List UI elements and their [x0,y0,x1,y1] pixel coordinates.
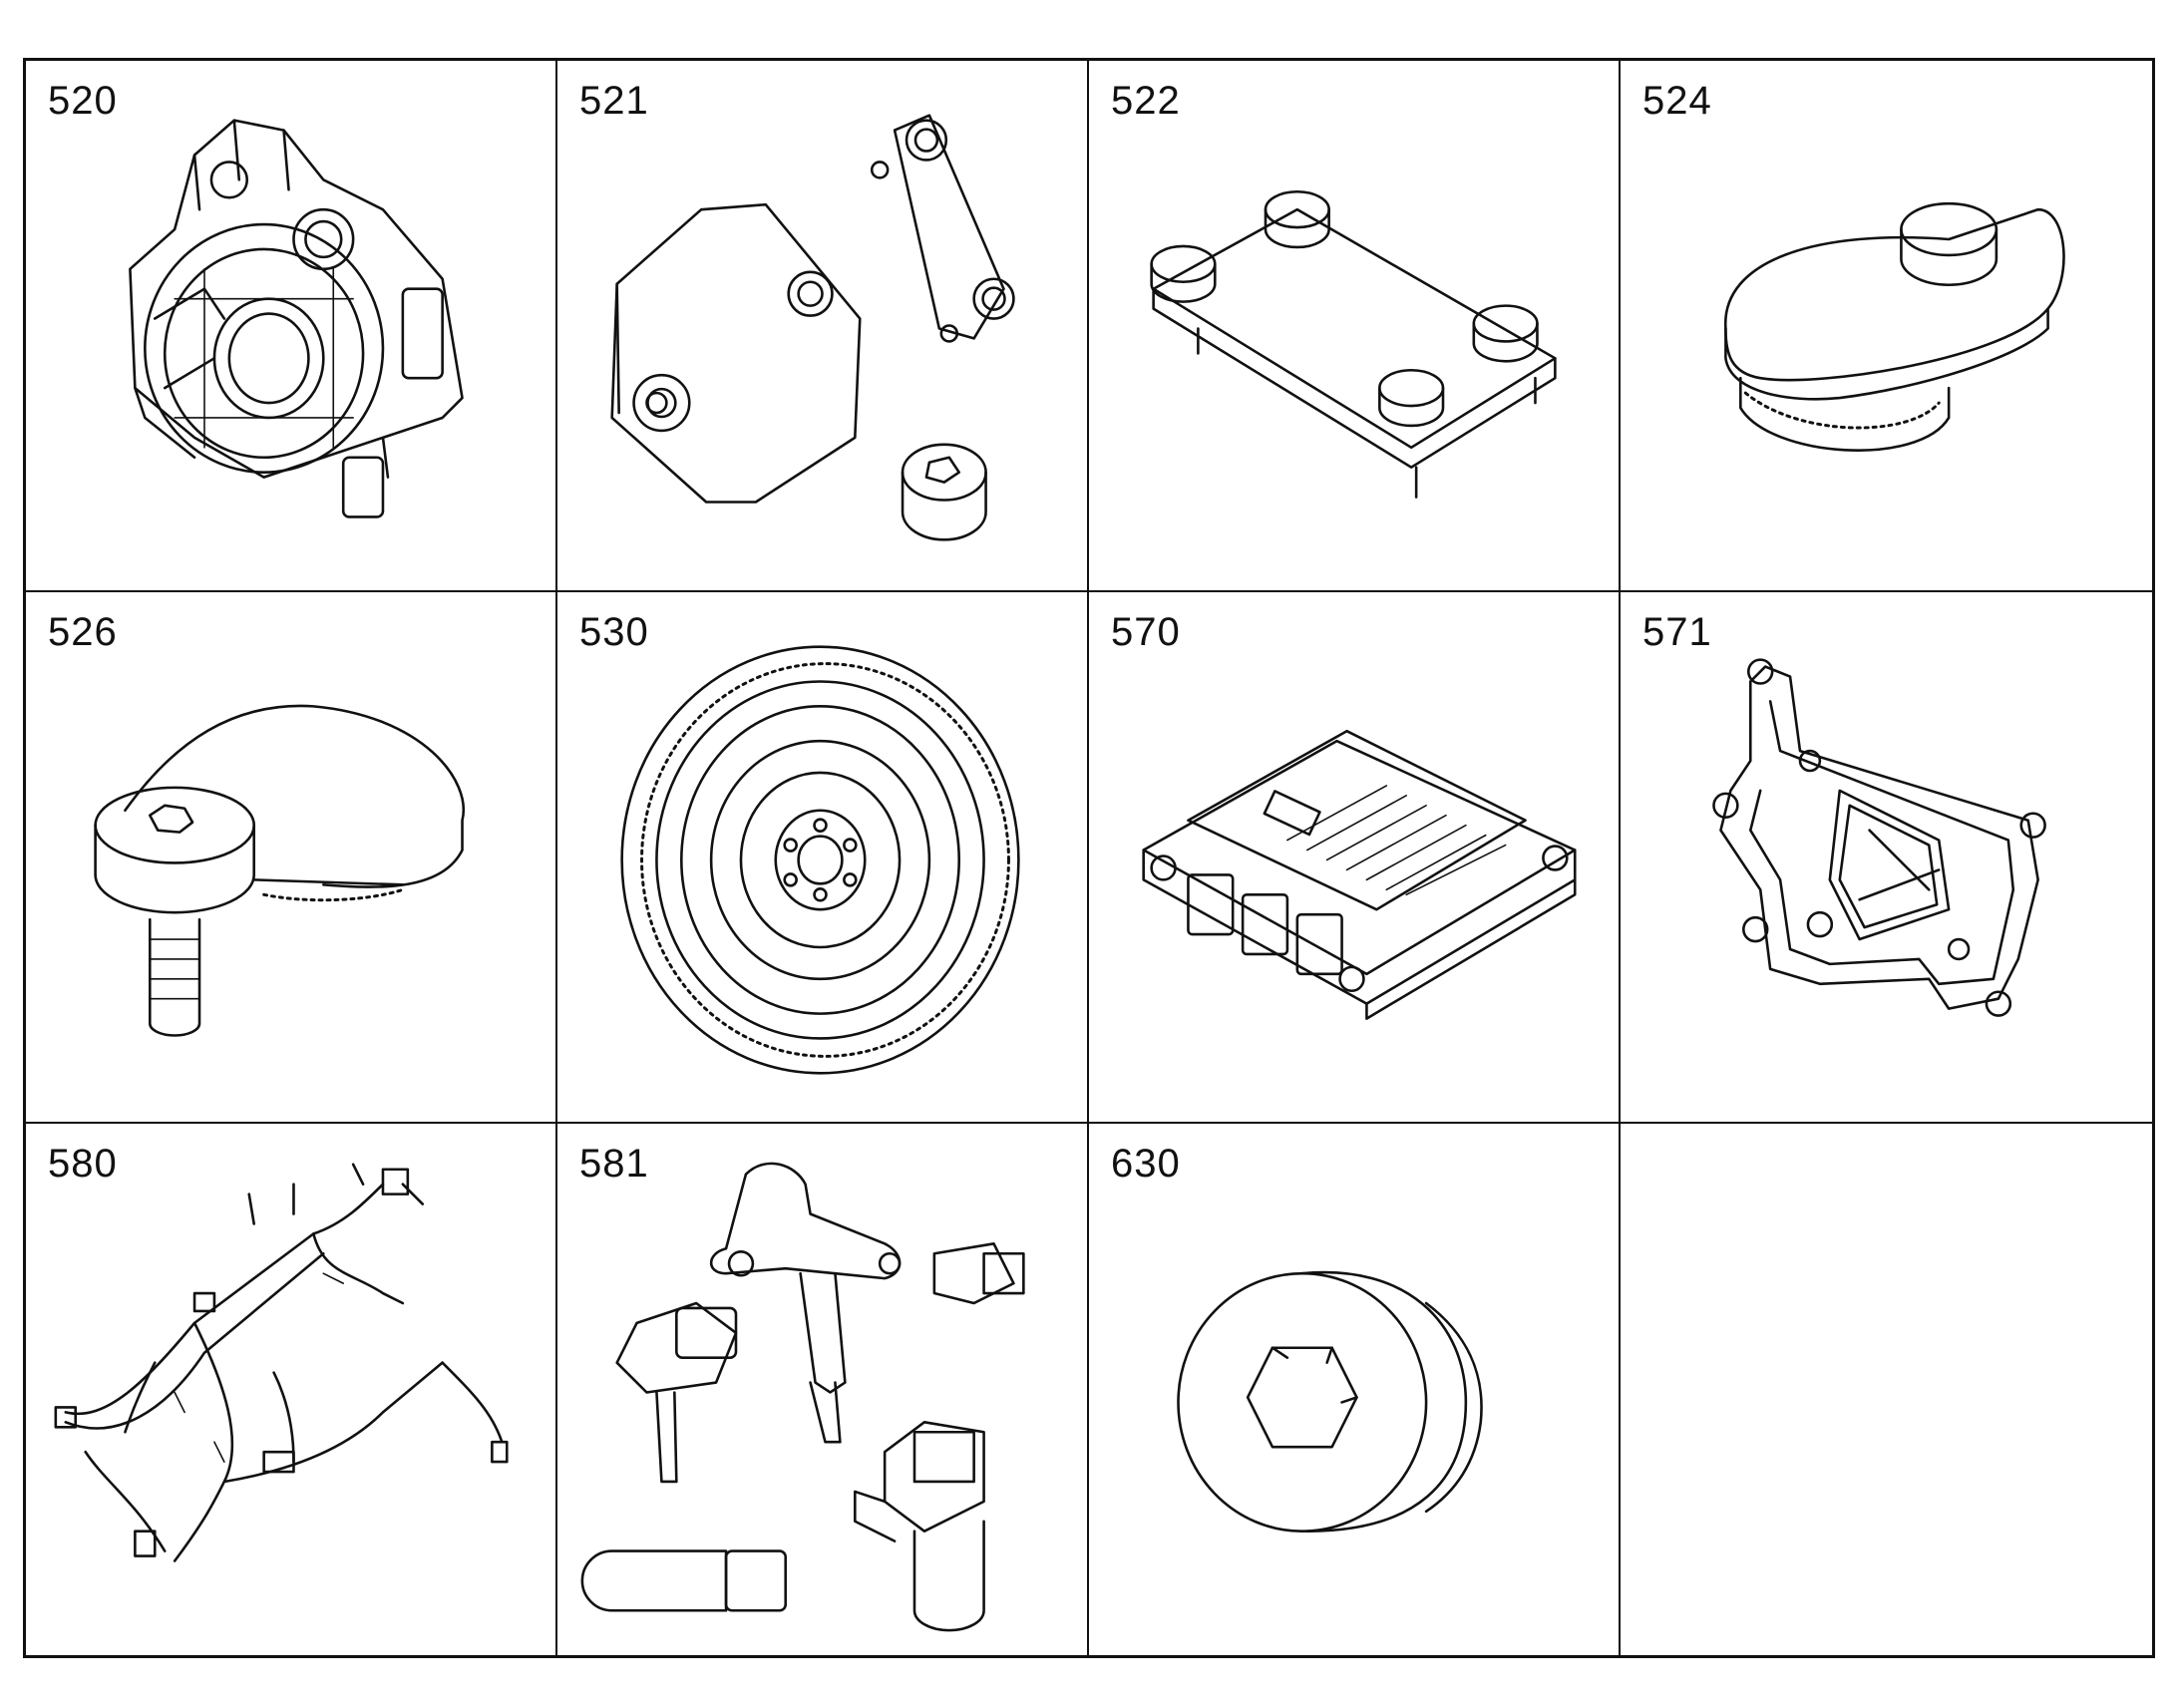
part-number: 522 [1111,79,1181,123]
parts-grid: 520 521 [23,58,2155,1658]
part-cell-570[interactable]: 570 [1089,592,1621,1124]
part-cell-571[interactable]: 571 [1621,592,2152,1124]
part-number: 630 [1111,1142,1181,1186]
part-number: 581 [579,1142,649,1186]
part-cell-630[interactable]: 630 [1089,1124,1621,1655]
part-number: 521 [579,79,649,123]
part-cell-522[interactable]: 522 [1089,61,1621,592]
oval-cover-drawing [1724,201,2065,452]
part-number: 526 [48,610,118,654]
part-cell-581[interactable]: 581 [557,1124,1089,1655]
empty-cell [1621,1124,2152,1655]
part-number: 524 [1642,79,1712,123]
wiring-harness-drawing [54,1163,509,1562]
part-number: 520 [48,79,118,123]
bolted-plate-drawing [1150,189,1557,499]
part-number: 570 [1111,610,1181,654]
flywheel-housing-drawing [129,119,464,518]
flywheel-drawing [620,645,1020,1075]
sensors-drawing [580,1162,1025,1632]
part-number: 571 [1642,610,1712,654]
part-cell-520[interactable]: 520 [26,61,557,592]
part-cell-530[interactable]: 530 [557,592,1089,1124]
cover-plates-drawing [610,114,1015,541]
part-cell-524[interactable]: 524 [1621,61,2152,592]
mounting-bracket-drawing [1712,658,2046,1017]
hex-plug-drawing [1177,1270,1483,1533]
part-number: 530 [579,610,649,654]
part-cell-580[interactable]: 580 [26,1124,557,1655]
socket-screw-cover-drawing [94,704,465,1037]
part-cell-521[interactable]: 521 [557,61,1089,592]
part-cell-526[interactable]: 526 [26,592,557,1124]
part-number: 580 [48,1142,118,1186]
control-unit-drawing [1142,729,1577,1020]
